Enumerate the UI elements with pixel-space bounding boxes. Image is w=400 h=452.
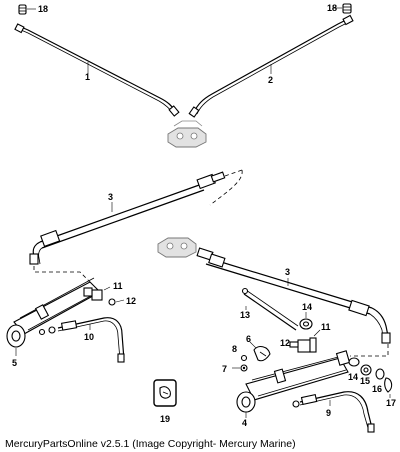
callout-1: 1 (85, 72, 90, 82)
callout-8: 8 (232, 344, 237, 354)
helm-valve-upper (167, 120, 207, 148)
part-7-nut (240, 364, 248, 372)
callout-7: 7 (222, 364, 227, 374)
leader-11-right (313, 329, 321, 337)
callout-12-right: 12 (280, 338, 290, 348)
part-17-retainer (384, 377, 393, 393)
callout-13: 13 (240, 310, 250, 320)
callout-17: 17 (386, 398, 396, 408)
dash-3-upper-b (209, 169, 243, 206)
callout-3-upper: 3 (108, 192, 113, 202)
part-3-hydraulic-hose-upper (29, 171, 226, 265)
part-10-hose-left (57, 317, 125, 363)
part-8-washer (240, 354, 248, 362)
callout-14-upper: 14 (302, 302, 312, 312)
callout-15: 15 (360, 376, 370, 386)
part-14-bushing-upper (299, 318, 313, 330)
part-14-bushing-lower (348, 357, 360, 367)
leader-11-left (103, 286, 111, 291)
part-19-kit-box (153, 379, 177, 407)
part-12-bolt-left (108, 298, 116, 306)
part-13-rod (241, 287, 299, 331)
part-3-hydraulic-hose-lower (196, 247, 391, 344)
part-16-ring (375, 368, 385, 380)
helm-valve-lower (157, 237, 197, 258)
dash-3-lower (350, 344, 389, 357)
callout-19: 19 (160, 414, 170, 424)
callout-12-left: 12 (126, 296, 136, 306)
callout-18-left: 18 (38, 4, 48, 14)
part-11-bracket-left (83, 287, 103, 301)
part-4-steering-cylinder-right (236, 350, 351, 413)
callout-14-lower: 14 (348, 372, 358, 382)
part-2-steering-line (188, 14, 354, 118)
callout-4: 4 (242, 418, 247, 428)
leader-12-left (115, 299, 125, 303)
copyright-footer: MercuryPartsOnline v2.5.1 (Image Copyrig… (5, 438, 296, 450)
leader-6 (249, 341, 257, 349)
exploded-parts-diagram: 18 18 1 2 (6, 3, 396, 433)
part-6-clip (253, 345, 271, 362)
callout-3-lower: 3 (285, 267, 290, 277)
part-9-hose-right (299, 391, 375, 433)
dash-left-connection (33, 266, 91, 283)
part-18-fitting-right (342, 3, 352, 14)
callout-16: 16 (372, 384, 382, 394)
callout-11-right: 11 (321, 322, 331, 332)
callout-18-right: 18 (327, 3, 337, 13)
part-15-washer (360, 364, 372, 376)
part-5-steering-cylinder-left (6, 277, 101, 348)
callout-10: 10 (84, 332, 94, 342)
part-11-bracket-right (297, 337, 317, 353)
callout-6: 6 (246, 334, 251, 344)
callout-9: 9 (326, 408, 331, 418)
part-1-steering-line (14, 23, 180, 117)
part-18-fitting-left (18, 4, 27, 15)
callout-5: 5 (12, 358, 17, 368)
dash-3-upper (224, 169, 243, 177)
part-12-bolt-right (289, 341, 299, 348)
callout-11-left: 11 (113, 281, 123, 291)
callout-2: 2 (268, 75, 273, 85)
